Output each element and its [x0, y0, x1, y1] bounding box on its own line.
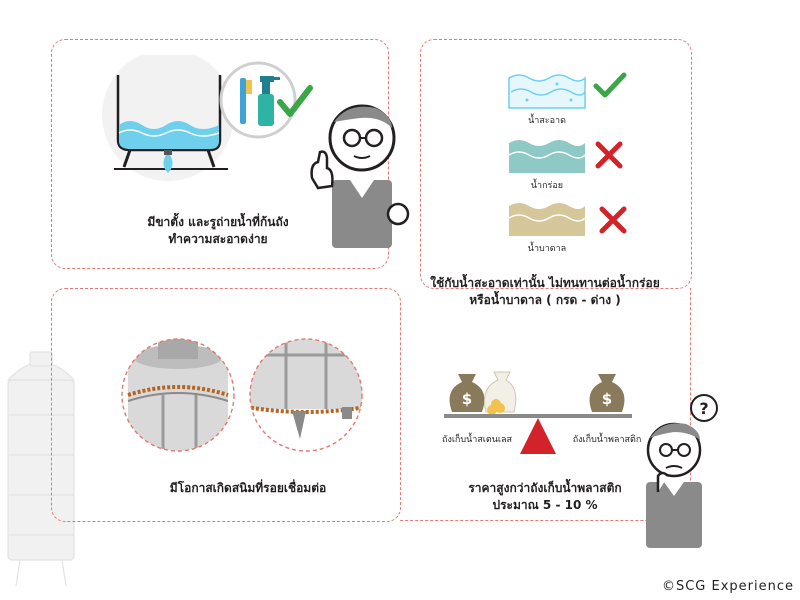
rust-closeup-right	[249, 338, 363, 452]
tank-bottom-illustration	[102, 55, 234, 181]
man-thinking-illustration: ?	[646, 394, 718, 548]
price-caption-line1: ราคาสูงกว่าถังเก็บน้ำพลาสติก	[468, 481, 622, 495]
svg-text:$: $	[602, 390, 612, 408]
question-icon: ?	[699, 399, 708, 418]
check-icon	[593, 72, 627, 98]
cross-icon	[599, 206, 627, 234]
panel-water-types	[420, 39, 692, 289]
water-groundwater-label: น้ำบาดาล	[527, 244, 567, 254]
tank-cleaning-caption: มีขาตั้ง และรูถ่ายน้ำที่ก้นถัง ทำความสะอ…	[138, 214, 298, 248]
svg-text:$: $	[462, 390, 472, 408]
water-types-caption-line1: ใช้กับน้ำสะอาดเท่านั้น ไม่ทนทานต่อน้ำกร่…	[430, 276, 660, 290]
stainless-tank-label: ถังเก็บน้ำสเตนเลส	[442, 435, 512, 445]
water-clean-swatch	[508, 74, 586, 109]
dollar-bag-icon: $	[449, 374, 485, 412]
man-thumbs-up-illustration	[310, 104, 410, 248]
plastic-tank-label: ถังเก็บน้ำพลาสติก	[572, 435, 642, 445]
tank-cleaning-caption-line1: มีขาตั้ง และรูถ่ายน้ำที่ก้นถัง	[147, 215, 289, 229]
rust-closeup-left	[121, 338, 235, 452]
cross-icon	[595, 141, 623, 169]
brush-icon	[240, 78, 252, 124]
water-groundwater-swatch	[508, 203, 586, 236]
water-acidic-swatch	[508, 140, 586, 173]
tank-cleaning-caption-line2: ทำความสะอาดง่าย	[168, 232, 268, 246]
price-caption: ราคาสูงกว่าถังเก็บน้ำพลาสติก ประมาณ 5 - …	[455, 480, 635, 514]
water-types-caption: ใช้กับน้ำสะอาดเท่านั้น ไม่ทนทานต่อน้ำกร่…	[430, 275, 660, 309]
price-balance-illustration: $ $	[444, 371, 632, 454]
spray-bottle-icon	[258, 76, 280, 126]
water-types-caption-line2: หรือน้ำบาดาล ( กรด - ด่าง )	[469, 293, 621, 307]
welding-rust-caption: มีโอกาสเกิดสนิมที่รอยเชื่อมต่อ	[169, 481, 327, 495]
dollar-bag-icon: $	[589, 374, 625, 412]
copyright-text: ©SCG Experience	[661, 579, 794, 594]
cleaning-tools-badge	[219, 61, 313, 139]
water-acidic-label: น้ำกร่อย	[530, 181, 564, 191]
check-icon	[277, 85, 313, 117]
water-clean-label: น้ำสะอาด	[528, 116, 566, 126]
panel-welding-rust	[51, 288, 401, 522]
price-caption-line2: ประมาณ 5 - 10 %	[492, 498, 598, 512]
